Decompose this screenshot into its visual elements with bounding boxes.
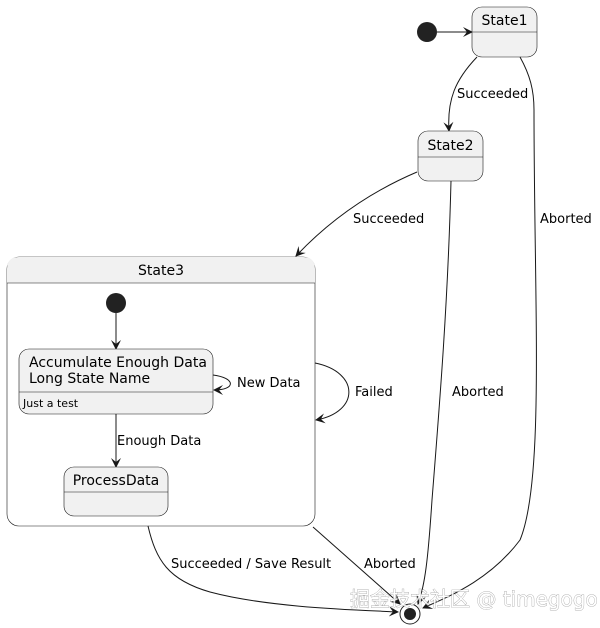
accumulate-state-node[interactable]: Accumulate Enough Data Long State Name J…: [18, 348, 214, 415]
label-new-data: New Data: [237, 376, 301, 391]
state1-node[interactable]: State1: [471, 6, 538, 58]
edge-state2-end: [416, 180, 452, 605]
edge-state2-state3: [295, 171, 418, 257]
edge-new-data-loop: [212, 374, 231, 395]
edge-state1-state2: [443, 56, 478, 132]
start-node: [417, 22, 437, 42]
edge-state1-end: [422, 56, 537, 609]
label-failed: Failed: [355, 385, 393, 400]
label-s3-end-abort: Aborted: [364, 557, 416, 572]
processdata-state-node[interactable]: ProcessData: [63, 466, 169, 517]
label-s1-end: Aborted: [540, 212, 592, 227]
label-s1-s2: Succeeded: [457, 87, 528, 102]
watermark: 掘金技术社区 @ timegogo: [350, 587, 598, 611]
label-s3-end-success: Succeeded / Save Result: [171, 557, 331, 572]
accumulate-title-line1: Accumulate Enough Data: [29, 355, 207, 371]
state2-node[interactable]: State2: [417, 130, 484, 182]
accumulate-description: Just a test: [22, 397, 79, 410]
state2-title: State2: [428, 138, 474, 154]
inner-start-node: [106, 293, 126, 313]
label-enough-data: Enough Data: [117, 434, 201, 449]
state3-title: State3: [138, 263, 184, 279]
edge-state3-end-abort: [312, 526, 401, 605]
end-node: [399, 603, 421, 625]
label-s2-s3: Succeeded: [353, 212, 424, 227]
processdata-title: ProcessData: [73, 473, 160, 489]
state1-title: State1: [482, 13, 528, 29]
accumulate-title-line2: Long State Name: [29, 371, 150, 387]
edge-failed-loop: [314, 362, 350, 424]
label-s2-end: Aborted: [452, 385, 504, 400]
edge-state3-end-success: [147, 525, 399, 617]
